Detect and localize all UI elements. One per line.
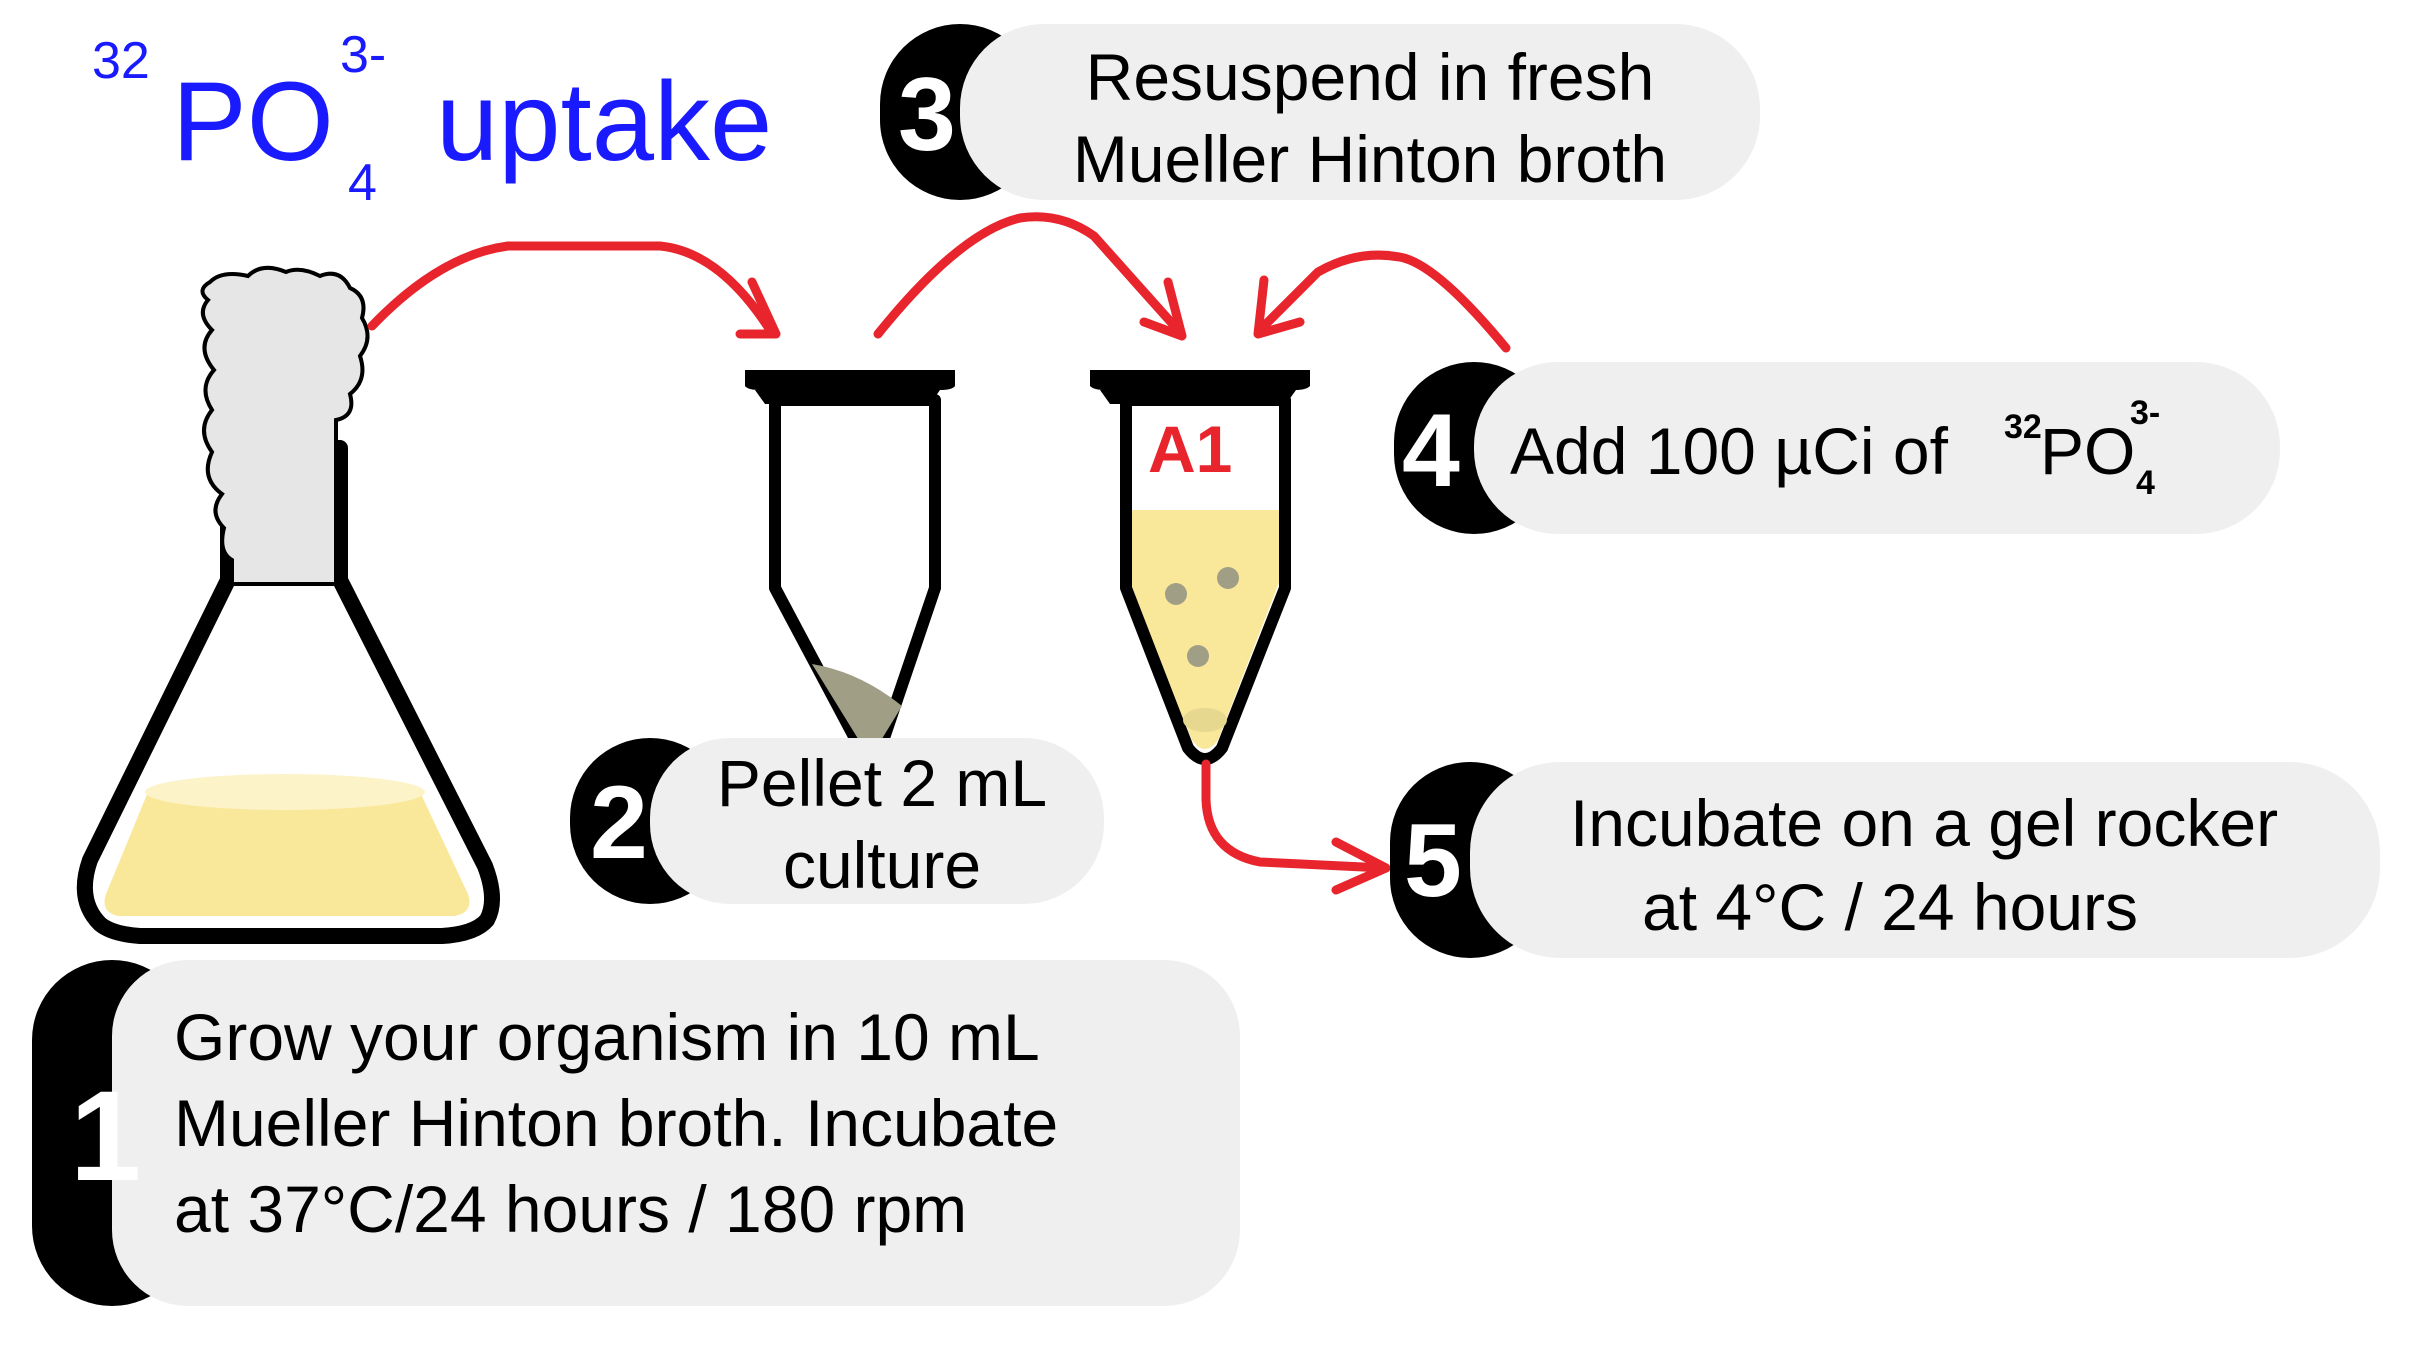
- arrowhead: [1331, 837, 1391, 895]
- microtube-a1: A1: [1090, 370, 1310, 765]
- step-box: [1470, 762, 2380, 958]
- step-element: PO: [2040, 414, 2135, 488]
- flask-broth-surface: [145, 774, 425, 810]
- step-text-line: Incubate on a gel rocker: [1570, 786, 2278, 860]
- step-text-line: Grow your organism in 10 mL: [174, 1000, 1040, 1074]
- step-text-line: Resuspend in fresh: [1086, 40, 1655, 114]
- cotton-plug: [200, 265, 370, 586]
- cell-particle: [1187, 645, 1209, 667]
- step-1: 1 Grow your organism in 10 mL Mueller Hi…: [32, 960, 1240, 1306]
- step-number: 4: [1402, 393, 1460, 509]
- tube-body: [1120, 394, 1291, 765]
- step-number: 2: [590, 765, 648, 881]
- step-number: 3: [898, 57, 956, 173]
- step-box: [1474, 362, 2280, 534]
- title-word: uptake: [436, 59, 772, 184]
- arrowhead: [735, 277, 781, 339]
- step-text-line: Mueller Hinton broth: [1073, 122, 1667, 196]
- step-text-line: at 4°C / 24 hours: [1642, 870, 2138, 944]
- step-box: [650, 738, 1104, 904]
- flask: [76, 265, 500, 944]
- tube-label: A1: [1148, 412, 1232, 486]
- arrowhead: [1139, 277, 1187, 341]
- step-text-line: culture: [783, 828, 981, 902]
- step-text-line: at 37°C/24 hours / 180 rpm: [174, 1172, 967, 1246]
- step-number: 5: [1404, 803, 1462, 919]
- step-text-line: Mueller Hinton broth. Incubate: [174, 1086, 1058, 1160]
- diagram-title: 32 PO 3- 4 uptake: [92, 26, 772, 212]
- step-text-line: Add 100 µCi of: [1510, 414, 1966, 488]
- title-element: PO: [172, 59, 334, 184]
- title-subscript: 4: [348, 154, 377, 212]
- title-isotope-mass: 32: [92, 32, 150, 90]
- tube-cap: [1090, 370, 1310, 390]
- arrows: [367, 212, 1511, 895]
- step-box: [112, 960, 1240, 1306]
- cell-particle: [1165, 583, 1187, 605]
- arrow-step4-to-a1: [1257, 250, 1511, 353]
- pellet: [812, 664, 902, 747]
- step-number: 1: [70, 1065, 141, 1208]
- step-subscript: 4: [2136, 464, 2155, 502]
- arrowhead: [1253, 275, 1305, 339]
- step-4: 4 Add 100 µCi of 32 PO 3- 4: [1394, 362, 2280, 534]
- step-box: [960, 24, 1760, 200]
- arrow-tube-to-a1: [873, 212, 1183, 339]
- step-charge: 3-: [2130, 394, 2160, 432]
- arrow-a1-to-step5: [1201, 759, 1389, 873]
- step-text-line: Pellet 2 mL: [717, 746, 1047, 820]
- tube-broth: [1126, 510, 1280, 749]
- microtube-pellet: [745, 370, 955, 758]
- tube-cap: [745, 370, 955, 390]
- step-2: 2 Pellet 2 mL culture: [570, 738, 1104, 904]
- step-isotope-mass: 32: [2004, 408, 2042, 446]
- flask-broth: [104, 781, 470, 916]
- step-5: 5 Incubate on a gel rocker at 4°C / 24 h…: [1390, 762, 2380, 958]
- step-3: 3 Resuspend in fresh Mueller Hinton brot…: [880, 24, 1760, 200]
- title-charge: 3-: [340, 26, 386, 84]
- arrow-flask-to-tube: [367, 241, 775, 335]
- tube-sediment: [1183, 708, 1227, 732]
- cell-particle: [1217, 567, 1239, 589]
